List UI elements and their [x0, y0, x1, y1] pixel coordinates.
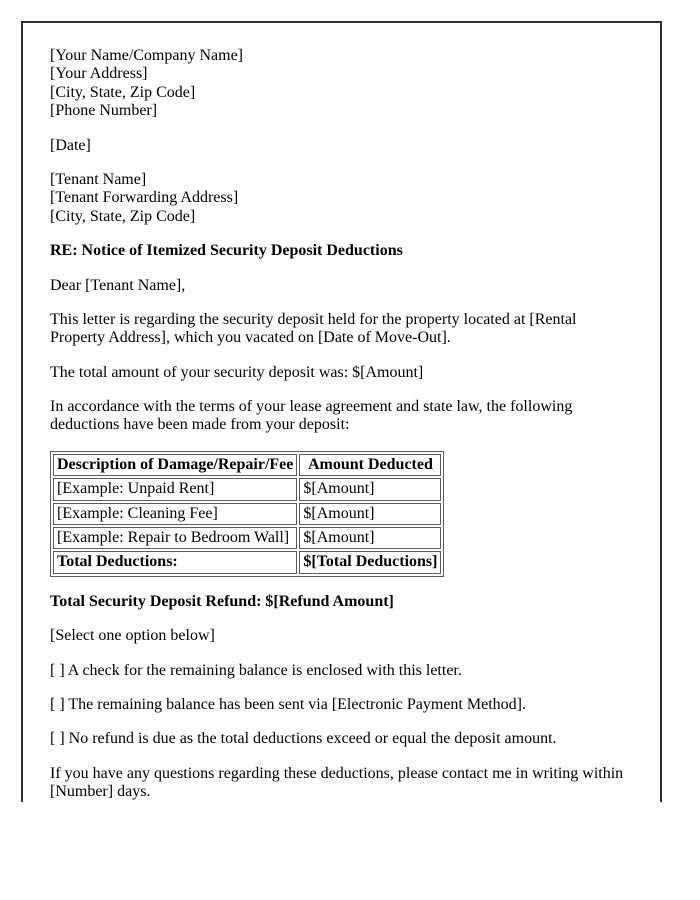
- refund-option-electronic-payment: [ ] The remaining balance has been sent …: [50, 695, 526, 713]
- refund-option-check-enclosed: [ ] A check for the remaining balance is…: [50, 661, 462, 679]
- date-line: [Date]: [50, 136, 91, 154]
- deductions-header-row: Description of Damage/Repair/Fee Amount …: [53, 453, 442, 477]
- recipient-forwarding-address: [Tenant Forwarding Address]: [50, 189, 239, 207]
- deduction-description: [Example: Unpaid Rent]: [53, 478, 298, 501]
- deductions-intro-paragraph: In accordance with the terms of your lea…: [50, 398, 573, 434]
- sender-address: [Your Address]: [50, 65, 148, 83]
- deduction-amount: $[Amount]: [299, 478, 442, 501]
- total-deductions-label: Total Deductions:: [53, 551, 298, 574]
- options-instruction: [Select one option below]: [50, 627, 215, 645]
- recipient-name: [Tenant Name]: [50, 170, 147, 188]
- sender-phone: [Phone Number]: [50, 102, 158, 120]
- deductions-table: Description of Damage/Repair/Fee Amount …: [50, 450, 445, 577]
- salutation: Dear [Tenant Name],: [50, 276, 186, 294]
- table-total-row: Total Deductions: $[Total Deductions]: [53, 551, 442, 574]
- sender-address-block: [Your Name/Company Name] [Your Address] …: [50, 47, 633, 121]
- sender-name: [Your Name/Company Name]: [50, 47, 244, 64]
- deposit-total-line: The total amount of your security deposi…: [50, 363, 424, 381]
- refund-total-line: Total Security Deposit Refund: $[Refund …: [50, 592, 394, 610]
- closing-paragraph: If you have any questions regarding thes…: [50, 764, 624, 801]
- deduction-amount: $[Amount]: [299, 502, 442, 526]
- intro-paragraph: This letter is regarding the security de…: [50, 310, 577, 347]
- refund-option-no-refund: [ ] No refund is due as the total deduct…: [50, 730, 557, 748]
- total-deductions-amount: $[Total Deductions]: [299, 551, 442, 574]
- deduction-description: [Example: Cleaning Fee]: [53, 502, 298, 526]
- column-header-description: Description of Damage/Repair/Fee: [53, 453, 298, 477]
- sender-city-state-zip: [City, State, Zip Code]: [50, 83, 196, 101]
- letter-frame: [Your Name/Company Name] [Your Address] …: [21, 21, 662, 802]
- deduction-description: [Example: Repair to Bedroom Wall]: [53, 527, 298, 550]
- table-row: [Example: Cleaning Fee] $[Amount]: [53, 502, 442, 526]
- deduction-amount: $[Amount]: [299, 527, 442, 550]
- recipient-city-state-zip: [City, State, Zip Code]: [50, 207, 196, 225]
- table-row: [Example: Unpaid Rent] $[Amount]: [53, 478, 442, 501]
- table-row: [Example: Repair to Bedroom Wall] $[Amou…: [53, 527, 442, 550]
- recipient-address-block: [Tenant Name] [Tenant Forwarding Address…: [50, 171, 633, 226]
- column-header-amount: Amount Deducted: [299, 453, 442, 477]
- subject-line: RE: Notice of Itemized Security Deposit …: [50, 242, 403, 260]
